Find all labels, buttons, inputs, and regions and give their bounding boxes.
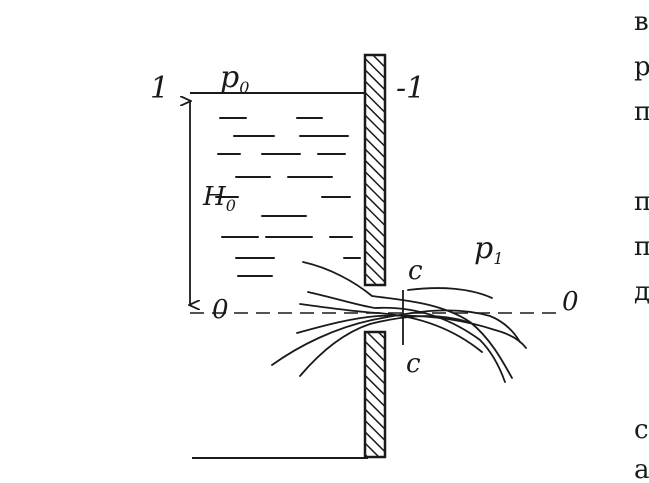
label-p1: p1 [474,231,503,268]
edge-char: р [634,52,649,82]
edge-char: п [634,97,649,127]
label-H0: H0 [202,182,236,215]
label-zero-right: 0 [562,287,579,317]
label-section-1-right: -1 [396,71,425,106]
edge-char: а [634,455,649,483]
liquid-surface-marks [215,117,361,277]
clipped-page-text: в р п п п д с а [634,7,649,483]
edge-char: п [634,187,649,217]
label-zero-left: 0 [212,295,229,325]
edge-char: д [634,277,649,307]
wall-upper [363,53,387,287]
streamlines [271,261,527,383]
edge-char: в [634,7,649,37]
edge-char: с [634,415,649,445]
label-section-1-left: 1 [150,71,169,106]
edge-char: п [634,232,649,262]
label-p0: p0 [220,60,249,97]
label-c-bottom: c [406,349,421,379]
label-c-top: c [408,256,423,286]
wall-lower [363,330,387,459]
